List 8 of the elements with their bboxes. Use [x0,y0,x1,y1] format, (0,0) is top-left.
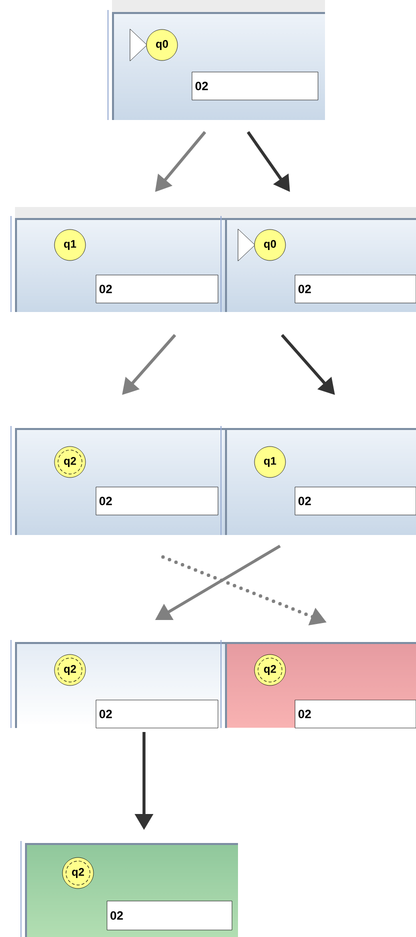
tape-field: 02 [294,274,416,304]
tape-field: 02 [192,72,318,100]
tape-field: 02 [96,700,218,728]
tape-field: 02 [96,486,218,516]
tape-field: 02 [294,700,416,728]
tape-field: 02 [106,900,232,930]
tape-field: 02 [96,274,218,304]
tape-field: 02 [294,486,416,516]
